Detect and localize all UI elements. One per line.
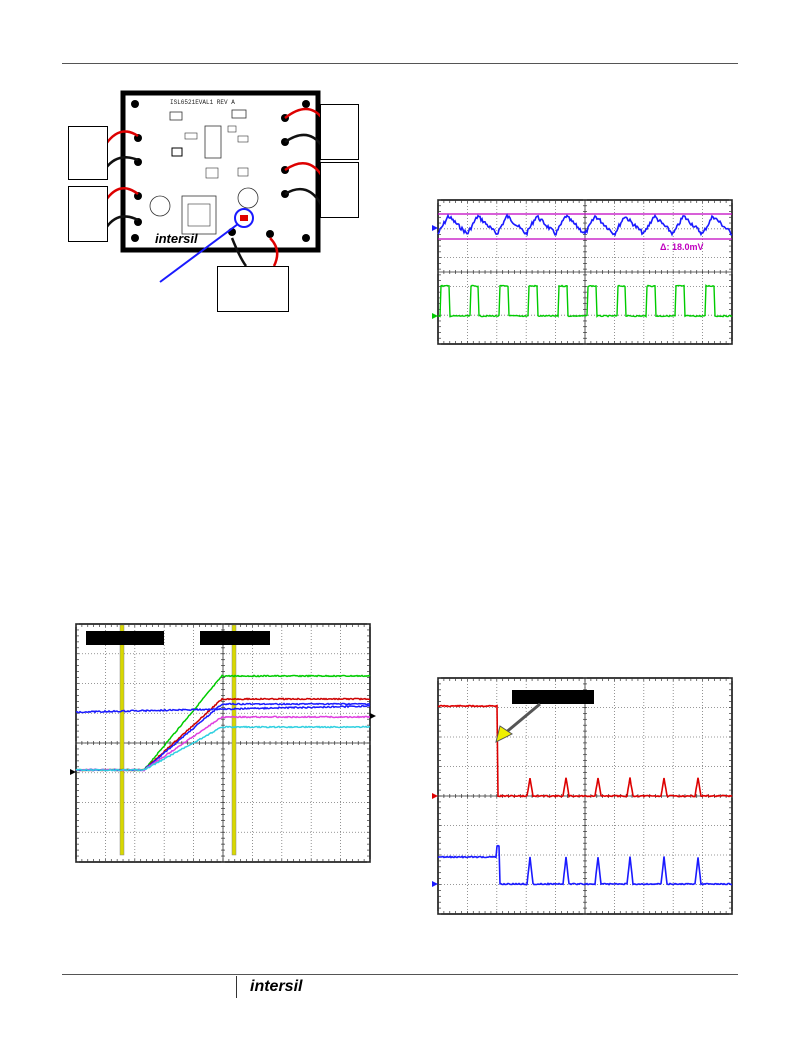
callout-arrow-shaft	[503, 702, 541, 736]
annotation-label-box	[200, 631, 270, 645]
channel-marker-icon	[70, 769, 76, 775]
evaluation-board-figure: ISL6521EVAL1 REV A intersil	[60, 88, 360, 320]
mount-hole-icon	[302, 100, 310, 108]
header-rule	[62, 63, 738, 64]
current-trace	[437, 704, 733, 799]
scope-startup-plot	[70, 623, 376, 863]
ripple-trace	[437, 213, 733, 237]
voltage-trace	[437, 844, 733, 886]
jumper-marker	[240, 215, 248, 221]
time-marker-bar	[231, 624, 237, 856]
jumper-highlight-ring	[234, 208, 254, 228]
footer-rule	[62, 974, 738, 975]
mount-hole-icon	[131, 234, 139, 242]
scope-startup	[66, 620, 376, 866]
source-box-left-bottom	[68, 186, 108, 242]
callout-line	[159, 223, 239, 283]
mount-hole-icon	[131, 100, 139, 108]
input-trace	[76, 704, 371, 714]
ripple-measurement: Δ: 18.0mV	[660, 242, 704, 252]
channel-marker-icon	[432, 793, 438, 799]
scope-ripple-plot: Δ: 18.0mV	[432, 199, 733, 345]
time-marker-bar	[119, 624, 125, 856]
board-silkscreen-title: ISL6521EVAL1 REV A	[170, 99, 235, 106]
board-brand-logo: intersil	[155, 231, 198, 246]
phase-trace	[437, 284, 733, 318]
footer-logo: intersil	[250, 978, 303, 995]
mount-hole-icon	[302, 234, 310, 242]
annotation-label-box	[86, 631, 164, 645]
channel-marker-icon	[370, 713, 376, 719]
source-box-left-top	[68, 126, 108, 180]
scope-short	[430, 676, 738, 916]
scope-short-plot	[432, 677, 733, 915]
load-box-bottom	[217, 266, 289, 312]
load-box-right-bottom	[320, 162, 359, 218]
callout-arrow-icon	[495, 725, 513, 743]
load-box-right-top	[320, 104, 359, 160]
annotation-label-box	[512, 690, 594, 704]
channel-marker-icon	[432, 225, 438, 231]
channel-marker-icon	[432, 881, 438, 887]
footer-divider	[236, 976, 237, 998]
channel-marker-icon	[432, 313, 438, 319]
scope-ripple: Δ: 18.0mV	[428, 198, 738, 350]
board-drawing: ISL6521EVAL1 REV A intersil	[104, 90, 324, 283]
startup-trace	[75, 725, 371, 772]
